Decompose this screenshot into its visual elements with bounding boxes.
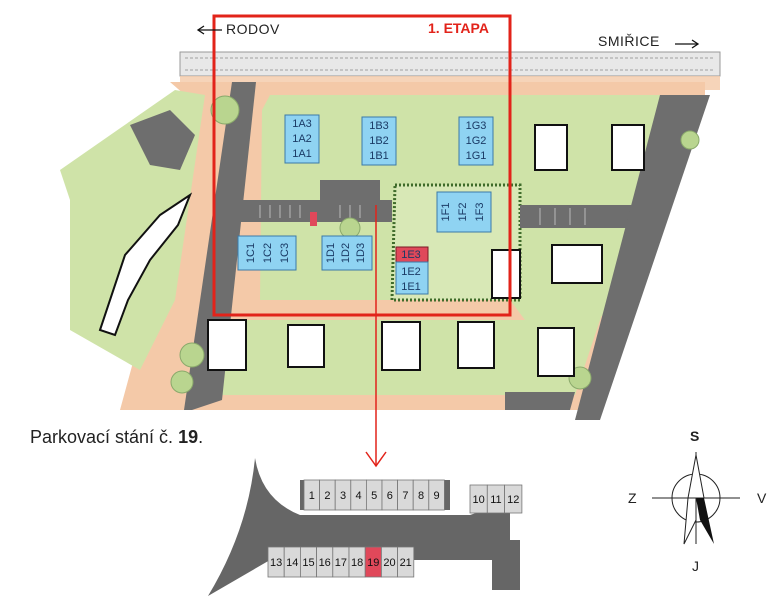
parking-caption-suffix: . — [198, 427, 204, 447]
building-label-1d1: 1D1 — [325, 243, 337, 263]
parking-spot-number-9: 9 — [434, 490, 440, 502]
compass-north-label: S — [690, 428, 700, 444]
parking-spot-number-2: 2 — [324, 490, 330, 502]
building-label-1a3: 1A3 — [292, 118, 312, 130]
building-label-1b3: 1B3 — [369, 120, 389, 132]
parking-spot-number-7: 7 — [402, 490, 408, 502]
compass-east-label: V — [757, 490, 767, 506]
parking-spot-number-1: 1 — [309, 490, 315, 502]
building-label-1e2: 1E2 — [401, 266, 421, 278]
trees — [170, 95, 700, 394]
parking-caption: Parkovací stání č. 19. — [30, 427, 203, 448]
road-label-east: SMIŘICE — [598, 33, 660, 49]
building-group-g: 1G3 1G2 1G1 — [458, 116, 494, 166]
building-label-1e1: 1E1 — [401, 281, 421, 293]
parking-spot-number-11: 11 — [490, 494, 501, 506]
etapa-frame — [212, 14, 512, 317]
compass-needle-south-icon — [696, 498, 714, 544]
compass-south-label: J — [692, 558, 699, 574]
parking-spot-21 — [397, 546, 415, 578]
parking-spot-12 — [504, 484, 523, 514]
building-label-1c3: 1C3 — [279, 243, 291, 263]
building-label-1g1: 1G1 — [466, 150, 487, 162]
parking-spot-number-12: 12 — [507, 494, 519, 506]
parking-spot-number-15: 15 — [302, 557, 314, 569]
parking-caption-prefix: Parkovací stání č. — [30, 427, 179, 447]
etapa-label: 1. ETAPA — [428, 20, 489, 36]
phase1-buildings: 1A3 1A2 1A1 1B3 1B2 1B1 1G3 1G2 1G1 1F1 … — [237, 114, 494, 295]
parking-spot-number-18: 18 — [351, 557, 363, 569]
parking-spot-number-17: 17 — [335, 557, 347, 569]
building-label-1b1: 1B1 — [369, 150, 389, 162]
parking-spot-number-19: 19 — [367, 557, 379, 569]
building-label-1d3: 1D3 — [355, 243, 367, 263]
building-group-f: 1F1 1F2 1F3 — [436, 191, 492, 233]
compass — [652, 452, 740, 545]
parking-spot-number-16: 16 — [319, 557, 331, 569]
building-label-1f3: 1F3 — [474, 203, 486, 222]
road-direction-arrows — [196, 25, 700, 49]
road-label-west: RODOV — [226, 21, 280, 37]
building-label-1g2: 1G2 — [466, 135, 487, 147]
parking-spot-number-10: 10 — [473, 494, 485, 506]
building-label-1f1: 1F1 — [440, 203, 452, 222]
building-group-c: 1C1 1C2 1C3 — [237, 235, 297, 271]
parking-spots-bottom: 13 14 15 16 17 18 19 20 21 — [267, 546, 415, 578]
building-label-1d2: 1D2 — [340, 243, 352, 263]
building-label-1c1: 1C1 — [245, 243, 257, 263]
building-group-b: 1B3 1B2 1B1 — [361, 116, 397, 166]
building-label-1b2: 1B2 — [369, 135, 389, 147]
building-group-d: 1D1 1D2 1D3 — [321, 235, 373, 271]
site-parking-stripes — [259, 205, 586, 225]
parking-spot-number-6: 6 — [387, 490, 393, 502]
site-parking-spot-19 — [310, 212, 317, 226]
parking-spot-number-13: 13 — [270, 557, 282, 569]
parking-spot-number-5: 5 — [371, 490, 377, 502]
white-buildings — [98, 124, 645, 377]
compass-needle-north-icon — [687, 454, 705, 499]
parking-spot-number-20: 20 — [383, 557, 395, 569]
parking-spots-top-right: 10 11 12 — [469, 484, 523, 514]
building-label-1e3: 1E3 — [401, 249, 421, 261]
parking-spot-number-3: 3 — [340, 490, 346, 502]
parking-spot-9 — [428, 479, 445, 511]
building-label-1g3: 1G3 — [466, 120, 487, 132]
detail-arrow — [365, 205, 387, 468]
building-label-1f2: 1F2 — [457, 203, 469, 222]
building-group-a: 1A3 1A2 1A1 — [284, 114, 320, 164]
parking-spot-number-14: 14 — [286, 557, 298, 569]
site-roads — [130, 82, 710, 420]
parking-spot-number-4: 4 — [356, 490, 362, 502]
parking-caption-number: 19 — [178, 427, 199, 447]
parking-spot-number-8: 8 — [418, 490, 424, 502]
building-label-1c2: 1C2 — [262, 243, 274, 263]
building-label-1a1: 1A1 — [292, 148, 312, 160]
building-group-e: 1E3 1E2 1E1 — [395, 246, 429, 295]
building-label-1a2: 1A2 — [292, 133, 312, 145]
compass-west-label: Z — [628, 490, 637, 506]
parking-spot-number-21: 21 — [400, 557, 412, 569]
